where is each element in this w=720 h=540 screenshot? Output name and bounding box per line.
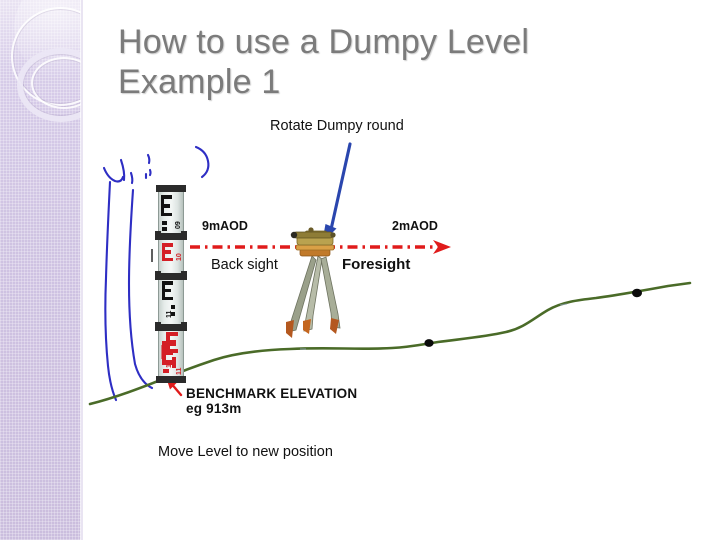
ground-marker	[632, 288, 642, 298]
staff-graduation	[161, 195, 172, 199]
staff-band	[156, 233, 186, 240]
sidebar-edge-highlight	[80, 0, 81, 540]
staff-clip	[181, 271, 187, 280]
staff-band	[156, 324, 186, 331]
staff-graduation	[162, 341, 176, 346]
decorative-circle-small	[31, 57, 83, 109]
staff-clip	[181, 231, 187, 240]
staff-digit: 10	[176, 253, 183, 261]
staff-band	[156, 185, 186, 192]
staff-graduation	[162, 288, 171, 292]
staff-graduation	[163, 369, 169, 373]
blue-scribble-group	[102, 145, 210, 402]
staff-graduation	[161, 212, 172, 216]
label-rotate-dumpy: Rotate Dumpy round	[270, 118, 404, 134]
staff-graduation	[166, 332, 178, 336]
staff-graduation	[162, 221, 167, 225]
staff-graduation	[162, 257, 173, 261]
staff-clip	[155, 231, 161, 240]
staff-graduation	[172, 357, 176, 361]
dumpy-level-tripod	[286, 227, 341, 338]
staff-band	[156, 273, 186, 280]
label-foresight: Foresight	[342, 256, 411, 273]
ground-profile-line	[88, 281, 692, 406]
line-of-sight	[190, 240, 451, 254]
staff-clip	[155, 271, 161, 280]
staff-graduation	[162, 243, 173, 247]
ground-profile-ticks	[300, 303, 568, 350]
label-back-aod: 9mAOD	[202, 219, 248, 233]
decorative-sidebar	[0, 0, 83, 540]
staff-digit: 09	[175, 221, 182, 229]
decorative-circle-medium	[17, 48, 83, 122]
staff-digit: 11	[176, 367, 183, 375]
staff-graduation	[162, 227, 167, 231]
staff-graduation	[162, 250, 171, 254]
label-benchmark-elevation: BENCHMARK ELEVATION eg 913m	[186, 386, 358, 416]
staff-lower-section: 11	[160, 341, 183, 375]
staff-graduation	[171, 305, 175, 309]
sidebar-edge	[81, 0, 83, 540]
label-back-sight: Back sight	[211, 257, 278, 273]
staff-digit: 11	[166, 310, 173, 318]
rotate-pointer-arrow	[322, 142, 352, 243]
staff-graduation	[161, 204, 170, 208]
label-fore-aod: 2mAOD	[392, 219, 438, 233]
staff-band	[156, 376, 186, 383]
staff-clip	[155, 322, 161, 331]
label-move-level: Move Level to new position	[158, 444, 333, 460]
ground-marker	[424, 339, 434, 347]
staff-clip	[181, 322, 187, 331]
staff-graduation	[162, 350, 173, 355]
staff-graduation	[162, 296, 173, 300]
staff-graduation	[172, 364, 176, 368]
staff-graduation	[162, 360, 176, 365]
staff-graduation	[171, 312, 175, 316]
staff-graduation	[162, 281, 173, 285]
page-title: How to use a Dumpy Level Example 1	[118, 23, 530, 101]
